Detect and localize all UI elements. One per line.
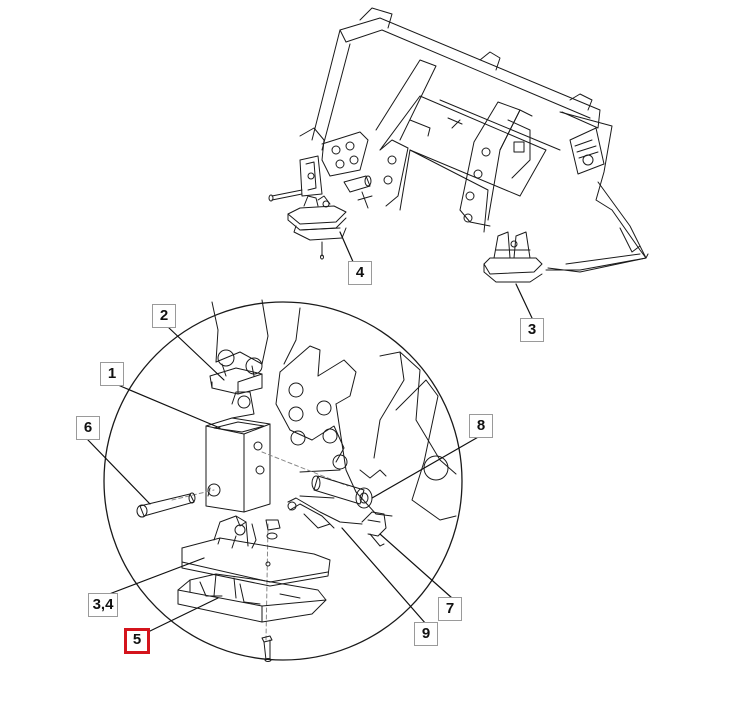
callout-6[interactable]: 6	[76, 416, 100, 440]
callout-4-overview[interactable]: 4	[348, 261, 372, 285]
bucket-overview	[268, 7, 649, 283]
detail-circle	[103, 301, 463, 661]
callout-3-4[interactable]: 3,4	[88, 593, 118, 617]
callout-3-overview[interactable]: 3	[520, 318, 544, 342]
callout-8[interactable]: 8	[469, 414, 493, 438]
leader-lines	[87, 231, 533, 633]
callout-1[interactable]: 1	[100, 362, 124, 386]
callout-7[interactable]: 7	[438, 597, 462, 621]
callout-2[interactable]: 2	[152, 304, 176, 328]
callout-5-selected[interactable]: 5	[124, 628, 150, 654]
callout-9[interactable]: 9	[414, 622, 438, 646]
detail-view	[136, 299, 457, 662]
